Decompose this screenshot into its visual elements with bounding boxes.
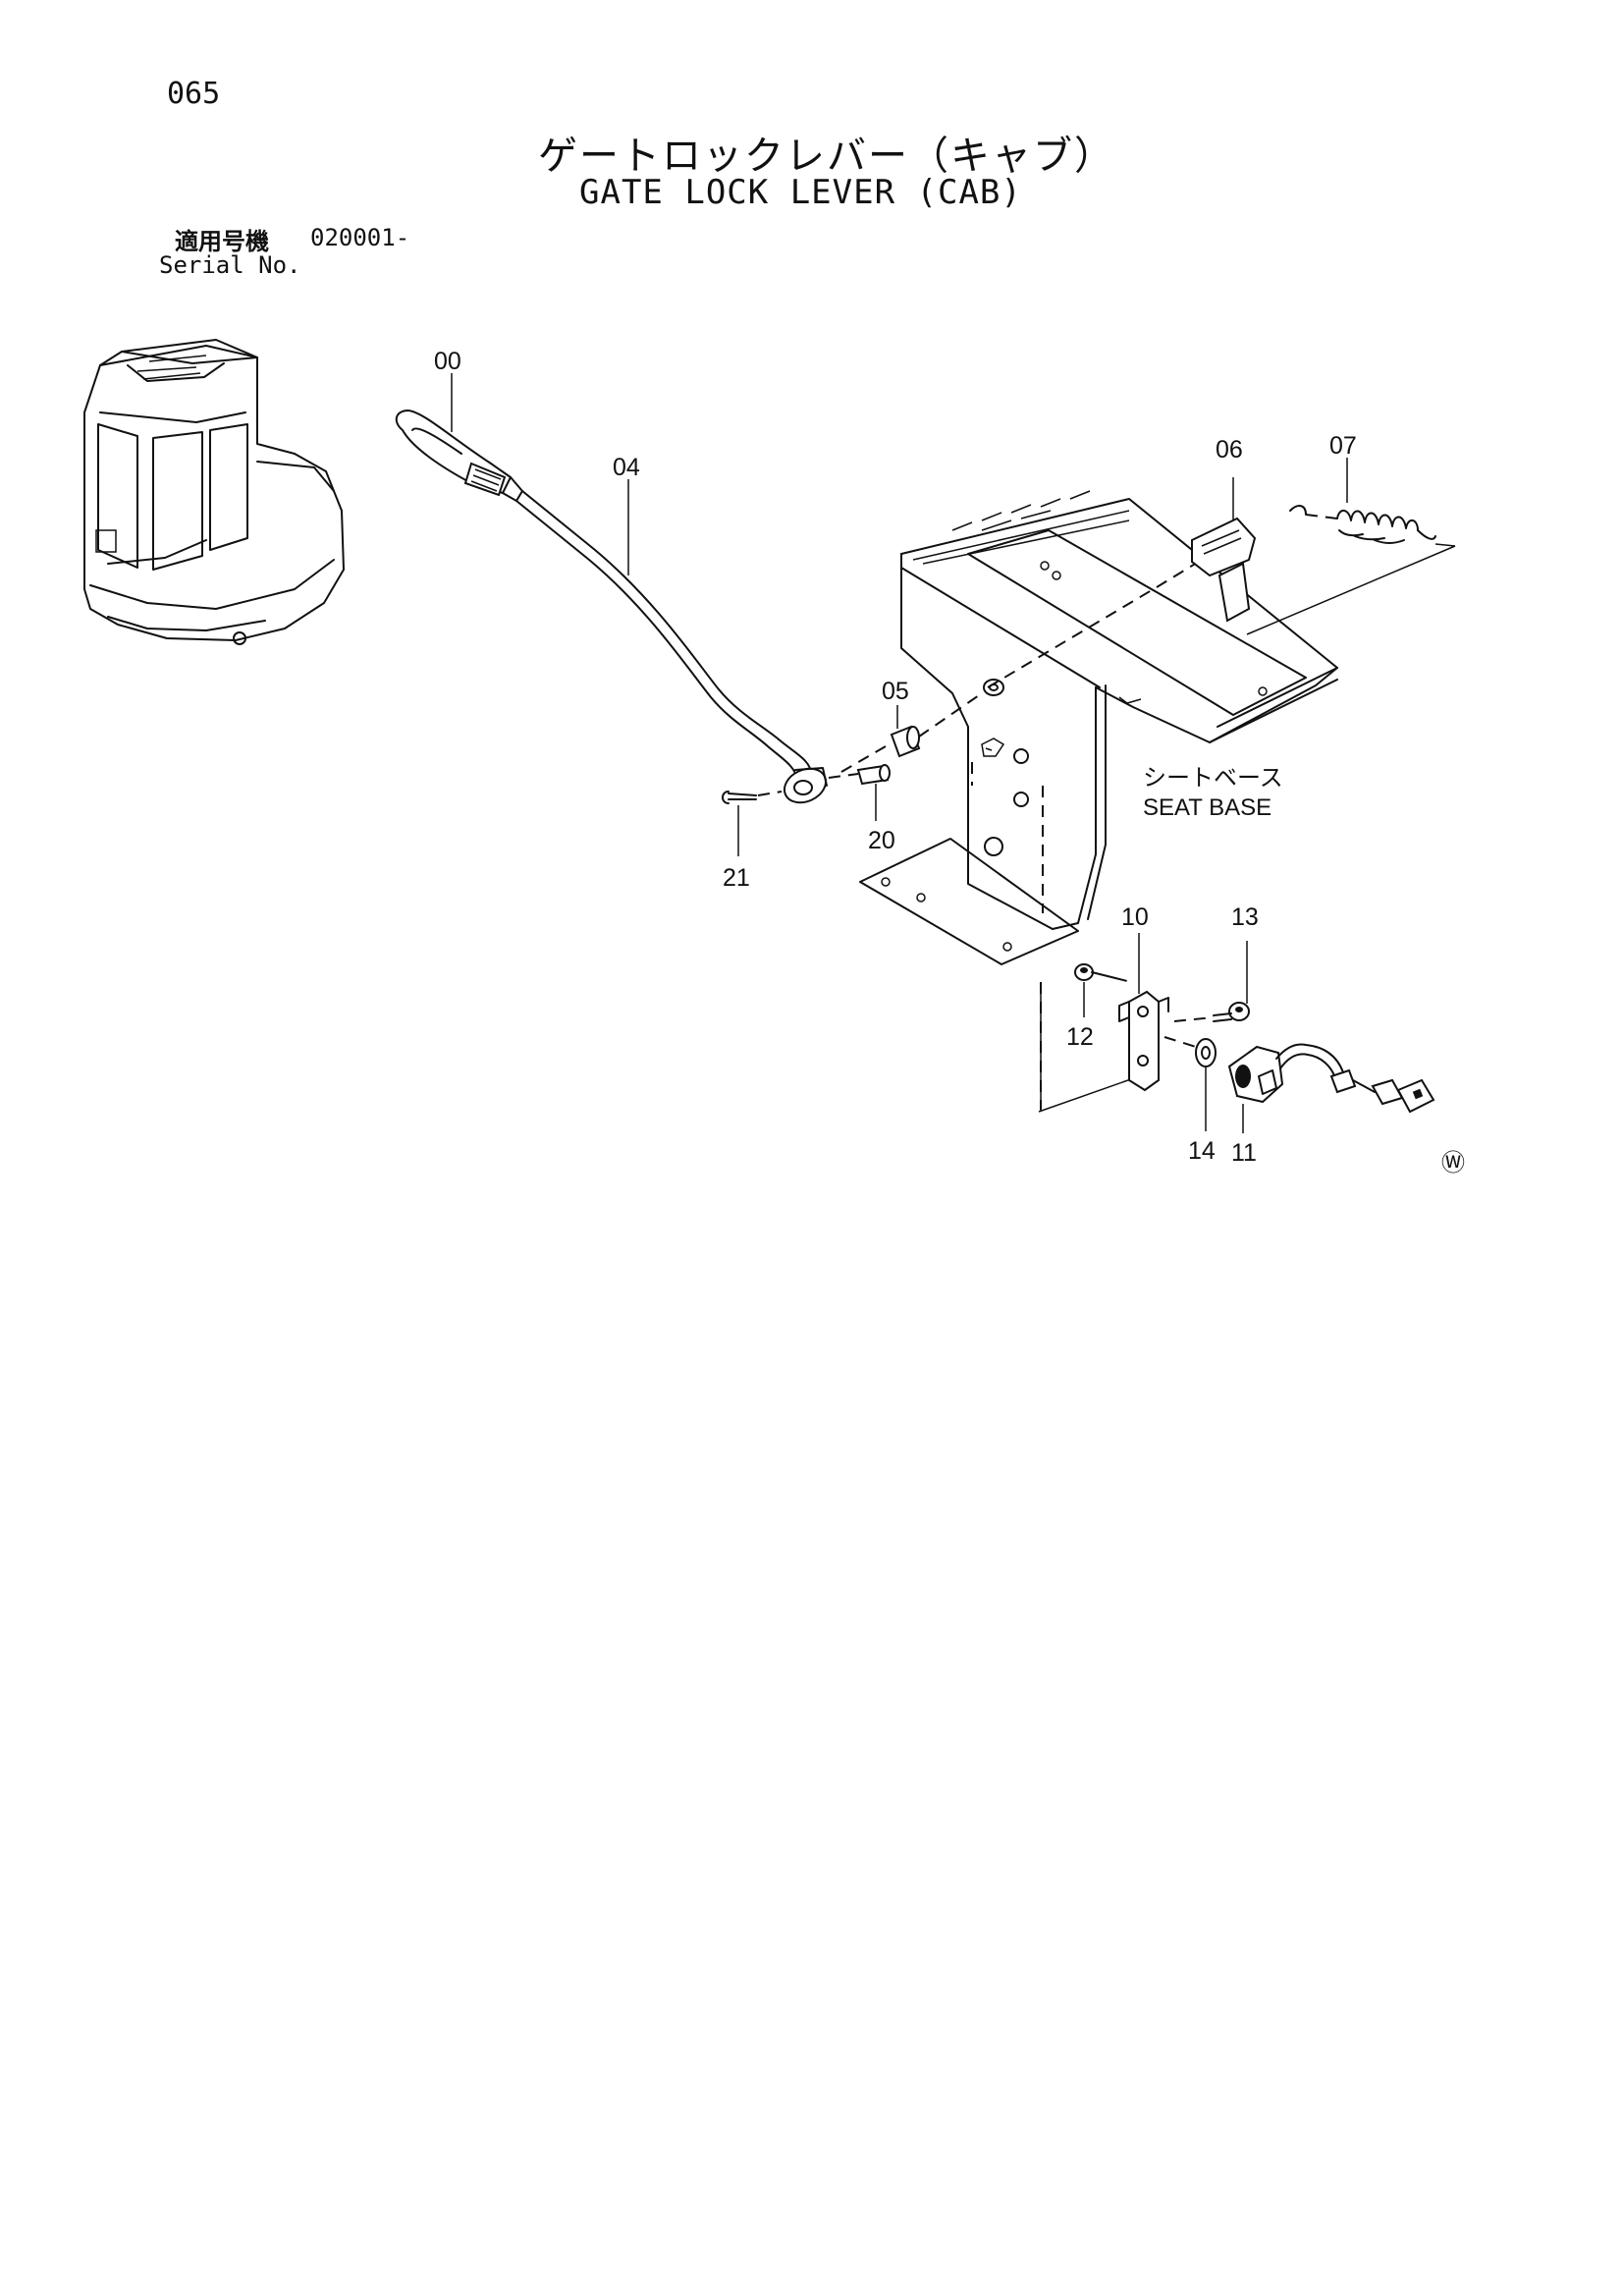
part-06-lock-knob: 06: [1191, 436, 1257, 623]
part-number-10: 10: [1121, 903, 1149, 931]
seat-base-label-japanese: シートベース: [1143, 765, 1283, 792]
part-number-07: 07: [1329, 432, 1357, 460]
lever-pivot-eye: [783, 767, 828, 804]
part-20-pin: 20: [828, 764, 895, 854]
part-07-spring: 07: [1246, 432, 1456, 635]
part-14-washer: 14: [1163, 1036, 1217, 1165]
part-number-00: 00: [434, 348, 461, 375]
part-04-lever-rod: 04: [515, 454, 812, 781]
seat-base-label-english: SEAT BASE: [1143, 794, 1271, 821]
serial-label-japanese: 適用号機: [175, 228, 269, 255]
part-number-06: 06: [1216, 436, 1243, 464]
part-number-12: 12: [1066, 1023, 1094, 1051]
part-13-screw: 13: [1173, 903, 1259, 1022]
serial-label-english: Serial No.: [159, 251, 301, 279]
serial-number-value: 020001-: [310, 224, 410, 251]
part-05-bushing: 05: [834, 678, 1004, 777]
part-number-20: 20: [868, 827, 895, 854]
seat-base-structure: [859, 490, 1338, 1113]
part-number-21: 21: [723, 864, 750, 892]
part-number-05: 05: [882, 678, 909, 705]
excavator-cab-thumbnail: [83, 339, 345, 645]
part-number-04: 04: [613, 454, 640, 481]
part-number-11: 11: [1231, 1139, 1257, 1167]
part-00-lever-grip: 00: [395, 348, 523, 502]
part-10-switch-bracket: 10: [1118, 903, 1169, 1092]
part-number-14: 14: [1188, 1137, 1216, 1165]
page-number: 065: [167, 77, 221, 111]
part-11-gate-lock-switch: 11: [1227, 1043, 1435, 1167]
part-number-13: 13: [1231, 903, 1259, 931]
circled-w-symbol: Ⓦ: [1441, 1150, 1465, 1176]
page-title-japanese: ゲートロックレバー（キャブ）: [538, 134, 1115, 179]
part-21-cotter-pin: 21: [722, 791, 783, 892]
part-12-bolt: 12: [1066, 963, 1132, 1051]
page-title-english: GATE LOCK LEVER (CAB): [579, 173, 1022, 212]
